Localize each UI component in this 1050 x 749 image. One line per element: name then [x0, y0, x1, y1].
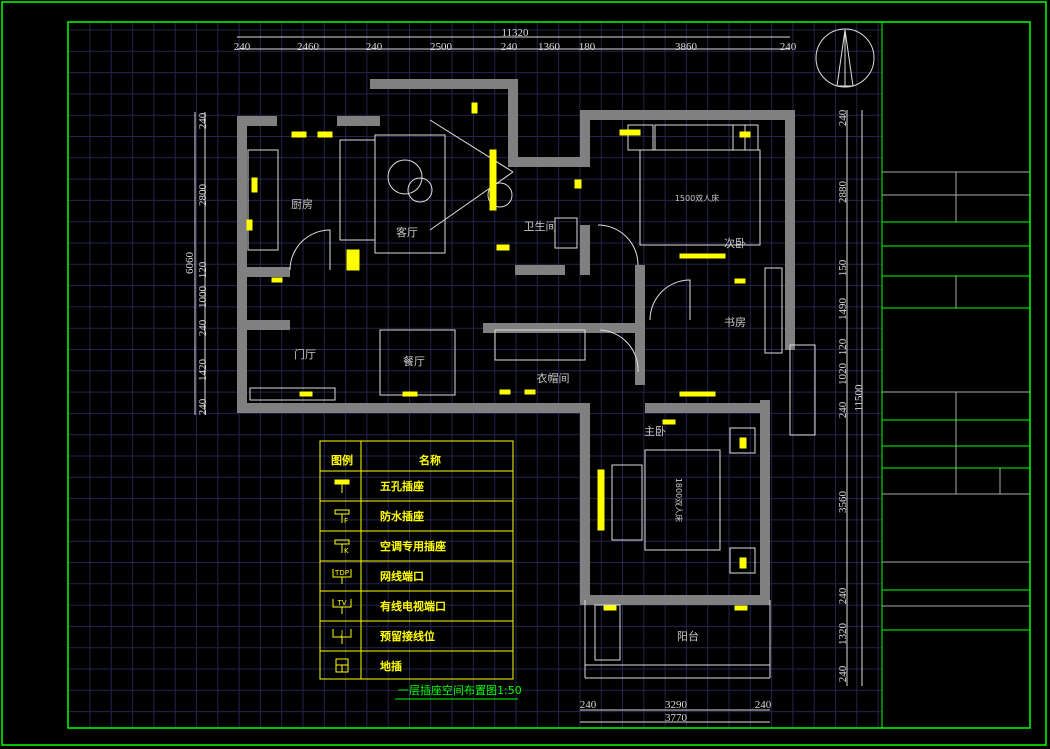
five-hole-socket-icon [334, 479, 350, 493]
dim-top: 2460 [297, 41, 320, 53]
dim-vertical: 240 [837, 109, 849, 126]
dim-top: 240 [501, 41, 518, 53]
legend-header-icon: 图例 [331, 453, 353, 467]
dim-vertical: 240 [197, 319, 209, 336]
dim-vertical: 240 [197, 398, 209, 415]
room-living: 客厅 [396, 225, 418, 239]
legend-item-name: 有线电视端口 [380, 599, 446, 613]
dim-vertical: 240 [197, 112, 209, 129]
waterproof-socket-icon: F [334, 509, 350, 525]
svg-text:J: J [340, 629, 343, 637]
socket-markers [246, 102, 751, 611]
room-bathroom: 卫生间 [524, 219, 557, 233]
floor-socket-icon [335, 658, 349, 673]
dim-bottom-total: 3770 [665, 712, 688, 724]
room-kitchen: 厨房 [291, 198, 313, 211]
dim-bottom: 3290 [665, 699, 688, 711]
dim-vertical: 2800 [197, 184, 209, 207]
drawing-title: 一层插座空间布置图1:50 [398, 683, 522, 697]
room-balcony: 阳台 [677, 629, 699, 643]
legend-item-name: 防水插座 [380, 509, 424, 523]
room-foyer: 门厅 [294, 347, 316, 361]
dim-top: 3860 [675, 41, 698, 53]
dim-vertical: 1420 [197, 359, 209, 382]
dim-top: 240 [366, 41, 383, 53]
tv-port-icon: TV [332, 599, 352, 614]
room-study: 书房 [724, 316, 746, 329]
background-grid [68, 22, 882, 728]
north-arrow-icon [815, 28, 875, 88]
title-block [881, 22, 1030, 728]
dimension-lines [194, 36, 863, 723]
dim-vertical: 2880 [837, 181, 849, 204]
room-dining: 餐厅 [403, 354, 425, 368]
dim-bottom: 240 [755, 699, 772, 711]
svg-text:TV: TV [336, 599, 346, 607]
svg-text:K: K [344, 547, 349, 555]
dim-vertical: 1020 [837, 363, 849, 386]
dim-top: 240 [780, 41, 797, 53]
svg-text:TDP: TDP [334, 569, 349, 577]
dim-vertical: 240 [837, 665, 849, 682]
dim-top: 240 [234, 41, 251, 53]
room-second-bedroom: 次卧 [724, 236, 746, 250]
legend-item-name: 空调专用插座 [380, 539, 446, 553]
room-closet: 衣帽间 [537, 371, 570, 385]
legend-header-name: 名称 [419, 453, 441, 467]
bed-label: 1800双人床 [674, 478, 684, 522]
reserved-wiring-icon: J [332, 629, 352, 644]
dim-vertical: 240 [837, 587, 849, 604]
dim-vertical: 120 [837, 338, 849, 355]
dim-top-total: 11320 [501, 27, 529, 39]
dim-vertical: 3560 [837, 491, 849, 514]
legend-item-name: 预留接线位 [380, 629, 435, 643]
dim-top: 180 [579, 41, 596, 53]
walls [237, 79, 795, 605]
network-port-icon: TDP [332, 569, 352, 584]
dim-vertical-total: 11500 [853, 384, 865, 412]
dim-bottom: 240 [580, 699, 597, 711]
dim-vertical: 1000 [197, 286, 209, 309]
ac-socket-icon: K [334, 539, 350, 555]
room-master-bedroom: 主卧 [644, 425, 666, 438]
legend-item-name: 地插 [380, 659, 402, 673]
drawing-frame [67, 21, 1031, 729]
dim-top: 1360 [538, 41, 561, 53]
fixtures [247, 119, 816, 679]
legend-item-name: 网线端口 [380, 569, 424, 583]
bed-label: 1500双人床 [675, 193, 719, 203]
dim-vertical: 120 [197, 261, 209, 278]
dim-top: 2500 [430, 41, 453, 53]
dim-vertical: 150 [837, 259, 849, 276]
dim-vertical: 240 [837, 401, 849, 418]
legend-item-name: 五孔插座 [380, 479, 424, 493]
svg-text:F: F [344, 517, 348, 525]
dim-vertical: 1490 [837, 298, 849, 321]
dim-vertical: 1320 [837, 623, 849, 646]
dim-vertical-total: 6060 [184, 252, 196, 275]
